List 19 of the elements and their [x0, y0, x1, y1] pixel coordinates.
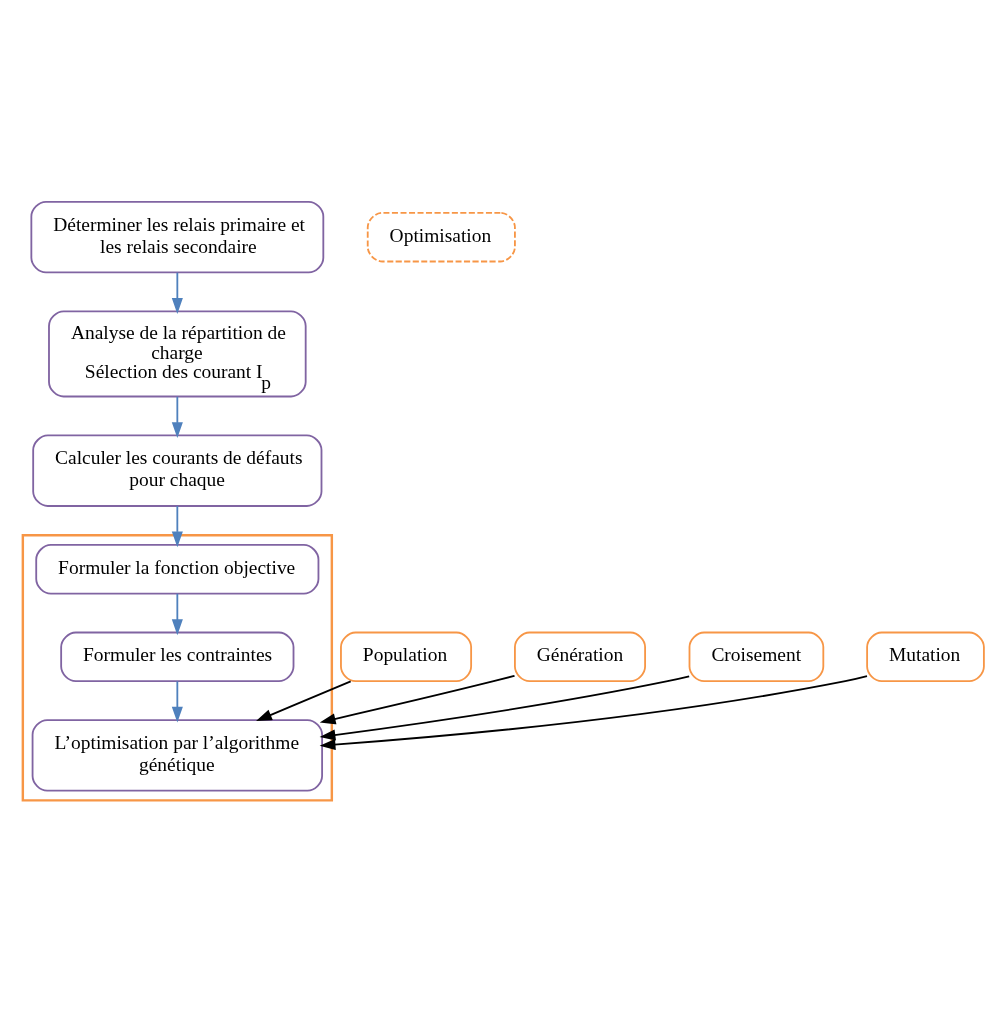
arrow [319, 674, 868, 750]
node-box: Formuler la fonction objective [35, 543, 320, 594]
node-box: Croisement [688, 631, 825, 682]
arrow [171, 504, 183, 547]
node-box: Calculer les courants de défauts pour chaque [32, 434, 323, 507]
arrow [319, 674, 516, 724]
arrow [171, 271, 183, 314]
node-box: L’optimisation par l’algorithme génétique [31, 718, 323, 792]
arrow [256, 679, 352, 721]
node-box: Optimisation [366, 211, 516, 262]
node-box: Formuler les contraintes [60, 631, 295, 682]
node-box: Mutation [866, 631, 985, 682]
node-box: Génération [514, 631, 646, 682]
arrow [171, 395, 183, 438]
arrow [171, 679, 183, 723]
arrow [319, 674, 691, 740]
node-box: Déterminer les relais primaire et les relais secondaire [30, 200, 325, 273]
node-box: Population [340, 631, 473, 682]
arrow [171, 592, 183, 635]
